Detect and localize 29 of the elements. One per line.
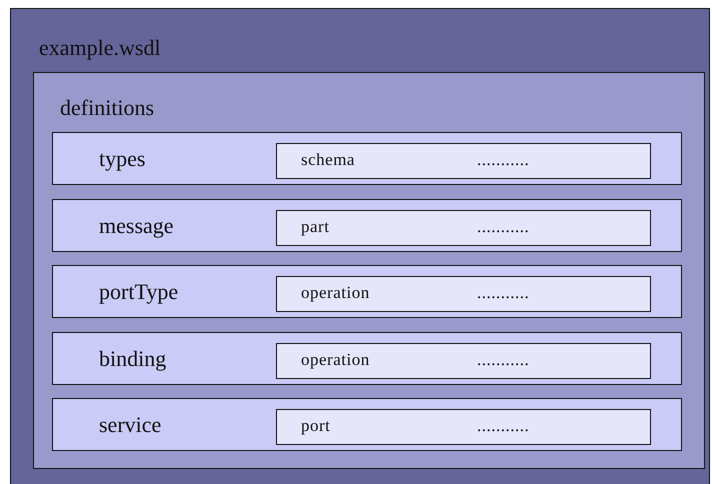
element-box <box>52 132 682 185</box>
element-name: service <box>99 412 162 438</box>
child-element-box <box>276 210 651 246</box>
element-box <box>52 265 682 318</box>
element-box <box>52 199 682 252</box>
element-box <box>52 398 682 451</box>
child-element-box <box>276 276 651 312</box>
element-box <box>52 332 682 385</box>
definitions-panel <box>33 72 705 469</box>
ellipsis-text: ........... <box>477 283 530 303</box>
element-name: types <box>99 146 146 172</box>
element-name: binding <box>99 346 166 372</box>
ellipsis-text: ........... <box>477 350 530 370</box>
ellipsis-text: ........... <box>477 150 530 170</box>
element-name: portType <box>99 279 178 305</box>
ellipsis-text: ........... <box>477 416 530 436</box>
ellipsis-text: ........... <box>477 217 530 237</box>
element-name: schema <box>301 150 355 170</box>
element-name: definitions <box>60 95 154 121</box>
child-element-box <box>276 343 651 379</box>
child-element-box <box>276 143 651 179</box>
element-name: part <box>301 217 330 237</box>
element-name: operation <box>301 350 370 370</box>
element-name: example.wsdl <box>39 35 161 61</box>
file-panel <box>10 8 710 484</box>
child-element-box <box>276 409 651 445</box>
element-name: message <box>99 213 174 239</box>
element-name: operation <box>301 283 370 303</box>
element-name: port <box>301 416 330 436</box>
